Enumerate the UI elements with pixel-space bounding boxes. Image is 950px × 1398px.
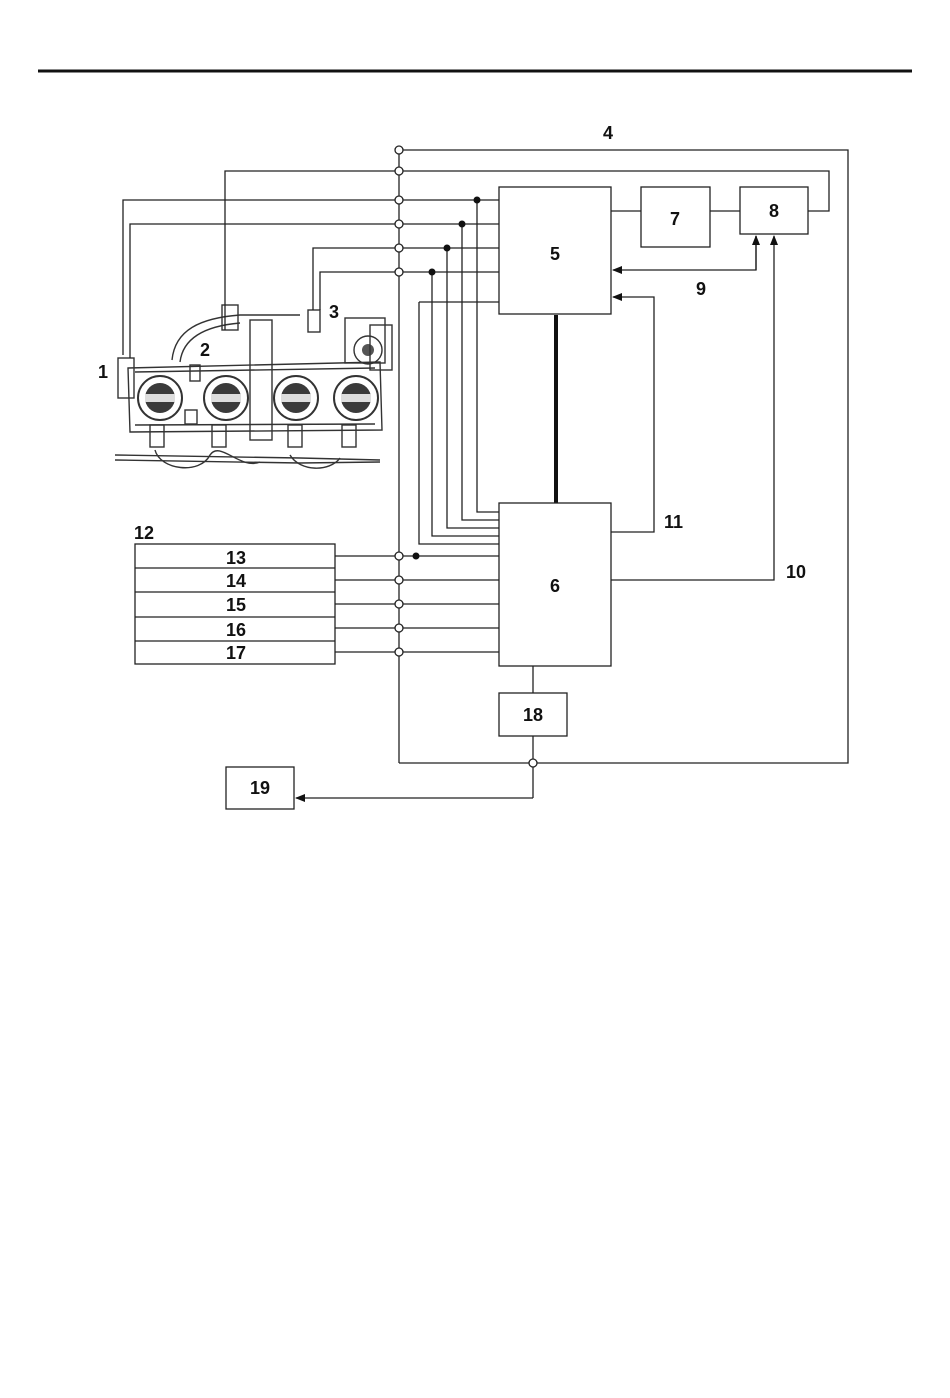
throttle-bore-4 [334, 376, 378, 420]
throttle-bore-2 [204, 376, 248, 420]
wiring [123, 150, 848, 798]
box-18: 18 [499, 693, 567, 736]
box-7-label: 7 [670, 209, 680, 229]
callout-12: 12 [134, 523, 154, 543]
box-6-label: 6 [550, 576, 560, 596]
box-19: 19 [226, 767, 294, 809]
callout-11: 11 [664, 512, 683, 532]
throttle-bore-1 [138, 376, 182, 420]
box-8: 8 [740, 187, 808, 234]
box-5: 5 [499, 187, 611, 314]
box-5-label: 5 [550, 244, 560, 264]
box-8-label: 8 [769, 201, 779, 221]
box-18-label: 18 [523, 705, 543, 725]
row-17-label: 17 [226, 643, 246, 663]
box-19-label: 19 [250, 778, 270, 798]
callout-10: 10 [786, 562, 806, 582]
row-15-label: 15 [226, 595, 246, 615]
box-6: 6 [499, 503, 611, 666]
callout-4: 4 [603, 123, 613, 143]
switch-table: 13 14 15 16 17 [135, 544, 335, 664]
callout-3: 3 [329, 302, 339, 322]
row-16-label: 16 [226, 620, 246, 640]
throttle-body-illustration [115, 305, 392, 468]
box-7: 7 [641, 187, 710, 247]
row-13-label: 13 [226, 548, 246, 568]
throttle-bore-3 [274, 376, 318, 420]
callout-1: 1 [98, 362, 108, 382]
row-14-label: 14 [226, 571, 246, 591]
callout-2: 2 [200, 340, 210, 360]
callout-9: 9 [696, 279, 706, 299]
